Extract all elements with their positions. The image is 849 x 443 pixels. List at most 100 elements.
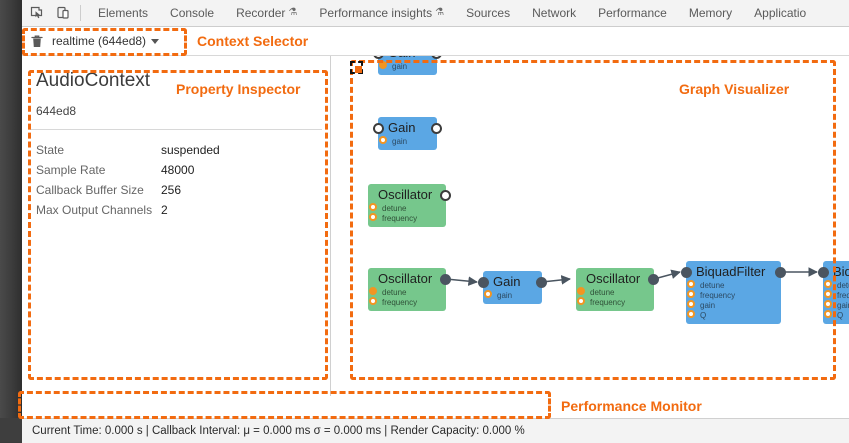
node-input-port[interactable] — [681, 267, 692, 278]
node-param-detune: detune — [590, 288, 615, 297]
node-param-gain: gain — [837, 301, 849, 310]
node-param-port-Q[interactable] — [824, 310, 832, 318]
node-param-port-detune[interactable] — [369, 287, 377, 295]
node-param-frequency: frequency — [700, 291, 736, 300]
property-key: State — [36, 143, 65, 157]
node-input-port[interactable] — [818, 267, 829, 278]
node-param-port-gain[interactable] — [687, 300, 695, 308]
node-param-detune: detune — [837, 281, 849, 290]
table-row: State suspended — [36, 140, 330, 160]
node-param-port-detune[interactable] — [577, 287, 585, 295]
node-param-port-Q[interactable] — [687, 310, 695, 318]
node-param-frequency: frequency — [382, 298, 418, 307]
inspect-element-icon[interactable] — [26, 2, 48, 24]
experiment-flask-icon: ⚗ — [288, 7, 298, 18]
node-title: BiquadFilter — [696, 264, 766, 279]
node-param-gain: gain — [392, 137, 408, 146]
node-param-port-gain[interactable] — [484, 290, 492, 298]
node-title: Gain — [388, 120, 416, 135]
node-param-frequency: frequency — [382, 214, 418, 223]
node-param-gain: gain — [497, 291, 513, 300]
node-param-port-detune[interactable] — [369, 203, 377, 211]
tab-application[interactable]: Applicatio — [743, 0, 817, 26]
node-param-gain: gain — [700, 301, 716, 310]
tab-label: Memory — [688, 6, 733, 20]
node-param-port-frequency[interactable] — [369, 213, 377, 221]
property-key: Max Output Channels — [36, 203, 153, 217]
context-selector-row: realtime (644ed8) — [22, 27, 849, 56]
node-input-port[interactable] — [373, 123, 384, 134]
divider — [30, 129, 322, 130]
node-body: Gain gain — [378, 117, 437, 150]
tab-label: Elements — [98, 6, 149, 20]
node-param-frequency: frequency — [590, 298, 626, 307]
audio-context-select[interactable]: realtime (644ed8) — [52, 34, 160, 48]
tab-label: Network — [532, 6, 577, 20]
node-param-port-detune[interactable] — [824, 280, 832, 288]
node-param-port-gain[interactable] — [379, 61, 387, 69]
tab-performance[interactable]: Performance — [587, 0, 678, 26]
browser-left-strip — [0, 0, 22, 442]
tab-label: Applicatio — [754, 6, 807, 20]
property-value: 2 — [161, 203, 168, 217]
performance-monitor-text: Current Time: 0.000 s | Callback Interva… — [32, 425, 525, 437]
chevron-down-icon — [151, 38, 160, 44]
context-id: 644ed8 — [36, 104, 77, 118]
node-param-frequency: frequency — [837, 291, 849, 300]
node-param-port-frequency[interactable] — [824, 290, 832, 298]
property-inspector-panel: AudioContext 644ed8 State suspended Samp… — [22, 56, 331, 396]
table-row: Sample Rate 48000 — [36, 160, 330, 180]
tab-console[interactable]: Console — [159, 0, 225, 26]
trash-icon[interactable] — [30, 34, 44, 49]
node-input-port[interactable] — [478, 277, 489, 288]
node-param-port-frequency[interactable] — [687, 290, 695, 298]
tab-recorder[interactable]: Recorder ⚗ — [225, 0, 308, 26]
tab-label: Performance insights — [319, 6, 433, 20]
node-param-port-gain[interactable] — [379, 136, 387, 144]
node-output-port[interactable] — [431, 123, 442, 134]
node-param-gain: gain — [392, 62, 408, 71]
node-output-port[interactable] — [440, 190, 451, 201]
node-param-port-detune[interactable] — [687, 280, 695, 288]
tab-sources[interactable]: Sources — [455, 0, 521, 26]
graph-visualizer-panel[interactable]: GaingainGaingainOscillatordetunefrequenc… — [331, 56, 849, 396]
node-output-port[interactable] — [536, 277, 547, 288]
property-value: 48000 — [161, 163, 195, 177]
property-key: Callback Buffer Size — [36, 183, 144, 197]
tab-memory[interactable]: Memory — [678, 0, 743, 26]
node-param-detune: detune — [382, 204, 407, 213]
node-param-port-frequency[interactable] — [577, 297, 585, 305]
node-param-Q: Q — [837, 311, 844, 320]
property-value: 256 — [161, 183, 182, 197]
node-title: BiquadFilter — [833, 264, 849, 279]
tab-elements[interactable]: Elements — [87, 0, 159, 26]
graph-node-gain-2[interactable]: Gain gain — [378, 117, 437, 150]
node-output-port[interactable] — [440, 274, 451, 285]
property-table: State suspended Sample Rate 48000 Callba… — [22, 130, 330, 220]
property-key: Sample Rate — [36, 163, 106, 177]
tab-network[interactable]: Network — [521, 0, 587, 26]
tab-label: Console — [170, 6, 215, 20]
node-output-port[interactable] — [775, 267, 786, 278]
node-param-port-frequency[interactable] — [369, 297, 377, 305]
tab-performance-insights[interactable]: Performance insights ⚗ — [308, 0, 455, 26]
node-output-port[interactable] — [648, 274, 659, 285]
node-param-detune: detune — [382, 288, 407, 297]
node-title: Oscillator — [378, 187, 433, 202]
table-row: Max Output Channels 2 — [36, 200, 330, 220]
node-param-detune: detune — [700, 281, 725, 290]
device-toolbar-icon[interactable] — [52, 2, 74, 24]
node-param-Q: Q — [700, 311, 707, 320]
node-param-port-gain[interactable] — [824, 300, 832, 308]
